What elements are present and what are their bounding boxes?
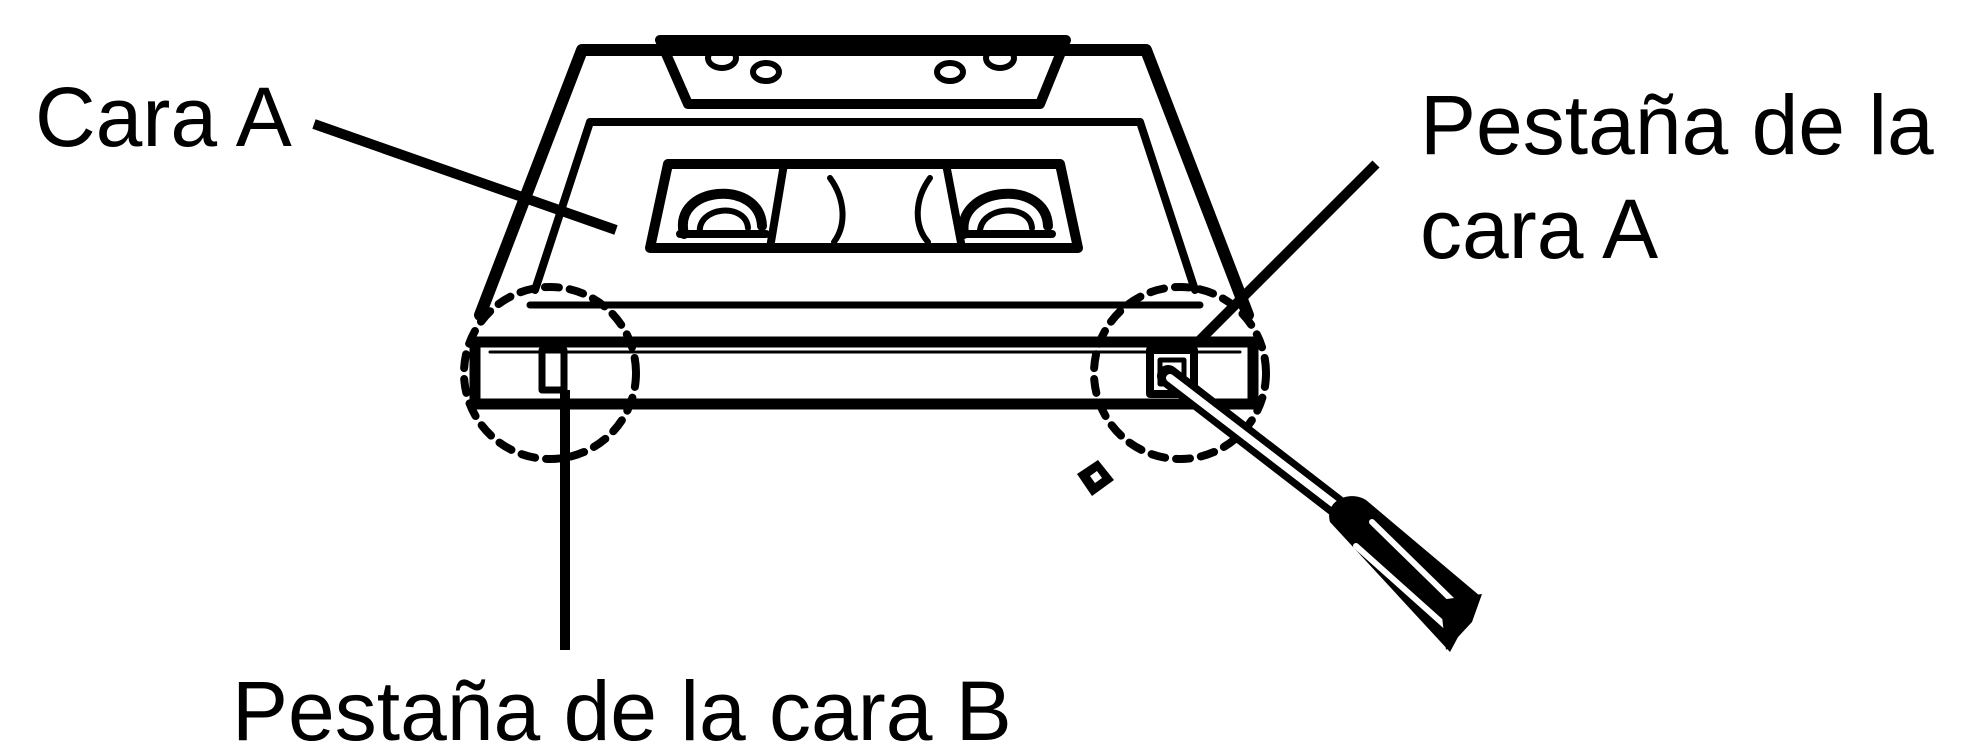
side-a-label: Cara A [35, 70, 292, 164]
guide-hole [983, 45, 1017, 71]
guide-hole [934, 60, 966, 84]
tab-a-label-line1: Pestaña de la [1420, 78, 1934, 172]
tab-a-slot [1146, 346, 1198, 398]
tab-b-highlight [460, 283, 640, 463]
tab-a-leader [1194, 160, 1380, 346]
screwdriver-shaft-highlight [1166, 374, 1346, 514]
highlight-circles [460, 283, 1270, 463]
left-reel [676, 188, 770, 239]
cassette-spine [469, 336, 1259, 410]
side-a-leader [312, 119, 618, 235]
guide-hole [750, 60, 782, 84]
tab-b-label: Pestaña de la cara B [232, 664, 1012, 748]
cassette-top-ridge [655, 35, 1071, 109]
screwdriver [1157, 365, 1482, 652]
tape-center [827, 175, 933, 245]
leader-lines [312, 119, 1380, 650]
tape-window [645, 159, 1083, 253]
tape-window-divider [766, 160, 966, 252]
cassette-outer-face [474, 44, 1254, 321]
guide-hole [705, 45, 739, 71]
right-reel [956, 188, 1056, 239]
cassette-label-area [531, 118, 1199, 294]
tab-b-slot [538, 346, 568, 394]
tab-a-highlight [1090, 283, 1270, 463]
broken-tab-piece [1077, 460, 1114, 496]
screwdriver-handle-grip [1353, 519, 1465, 633]
tab-a-label-line2: cara A [1420, 182, 1658, 276]
